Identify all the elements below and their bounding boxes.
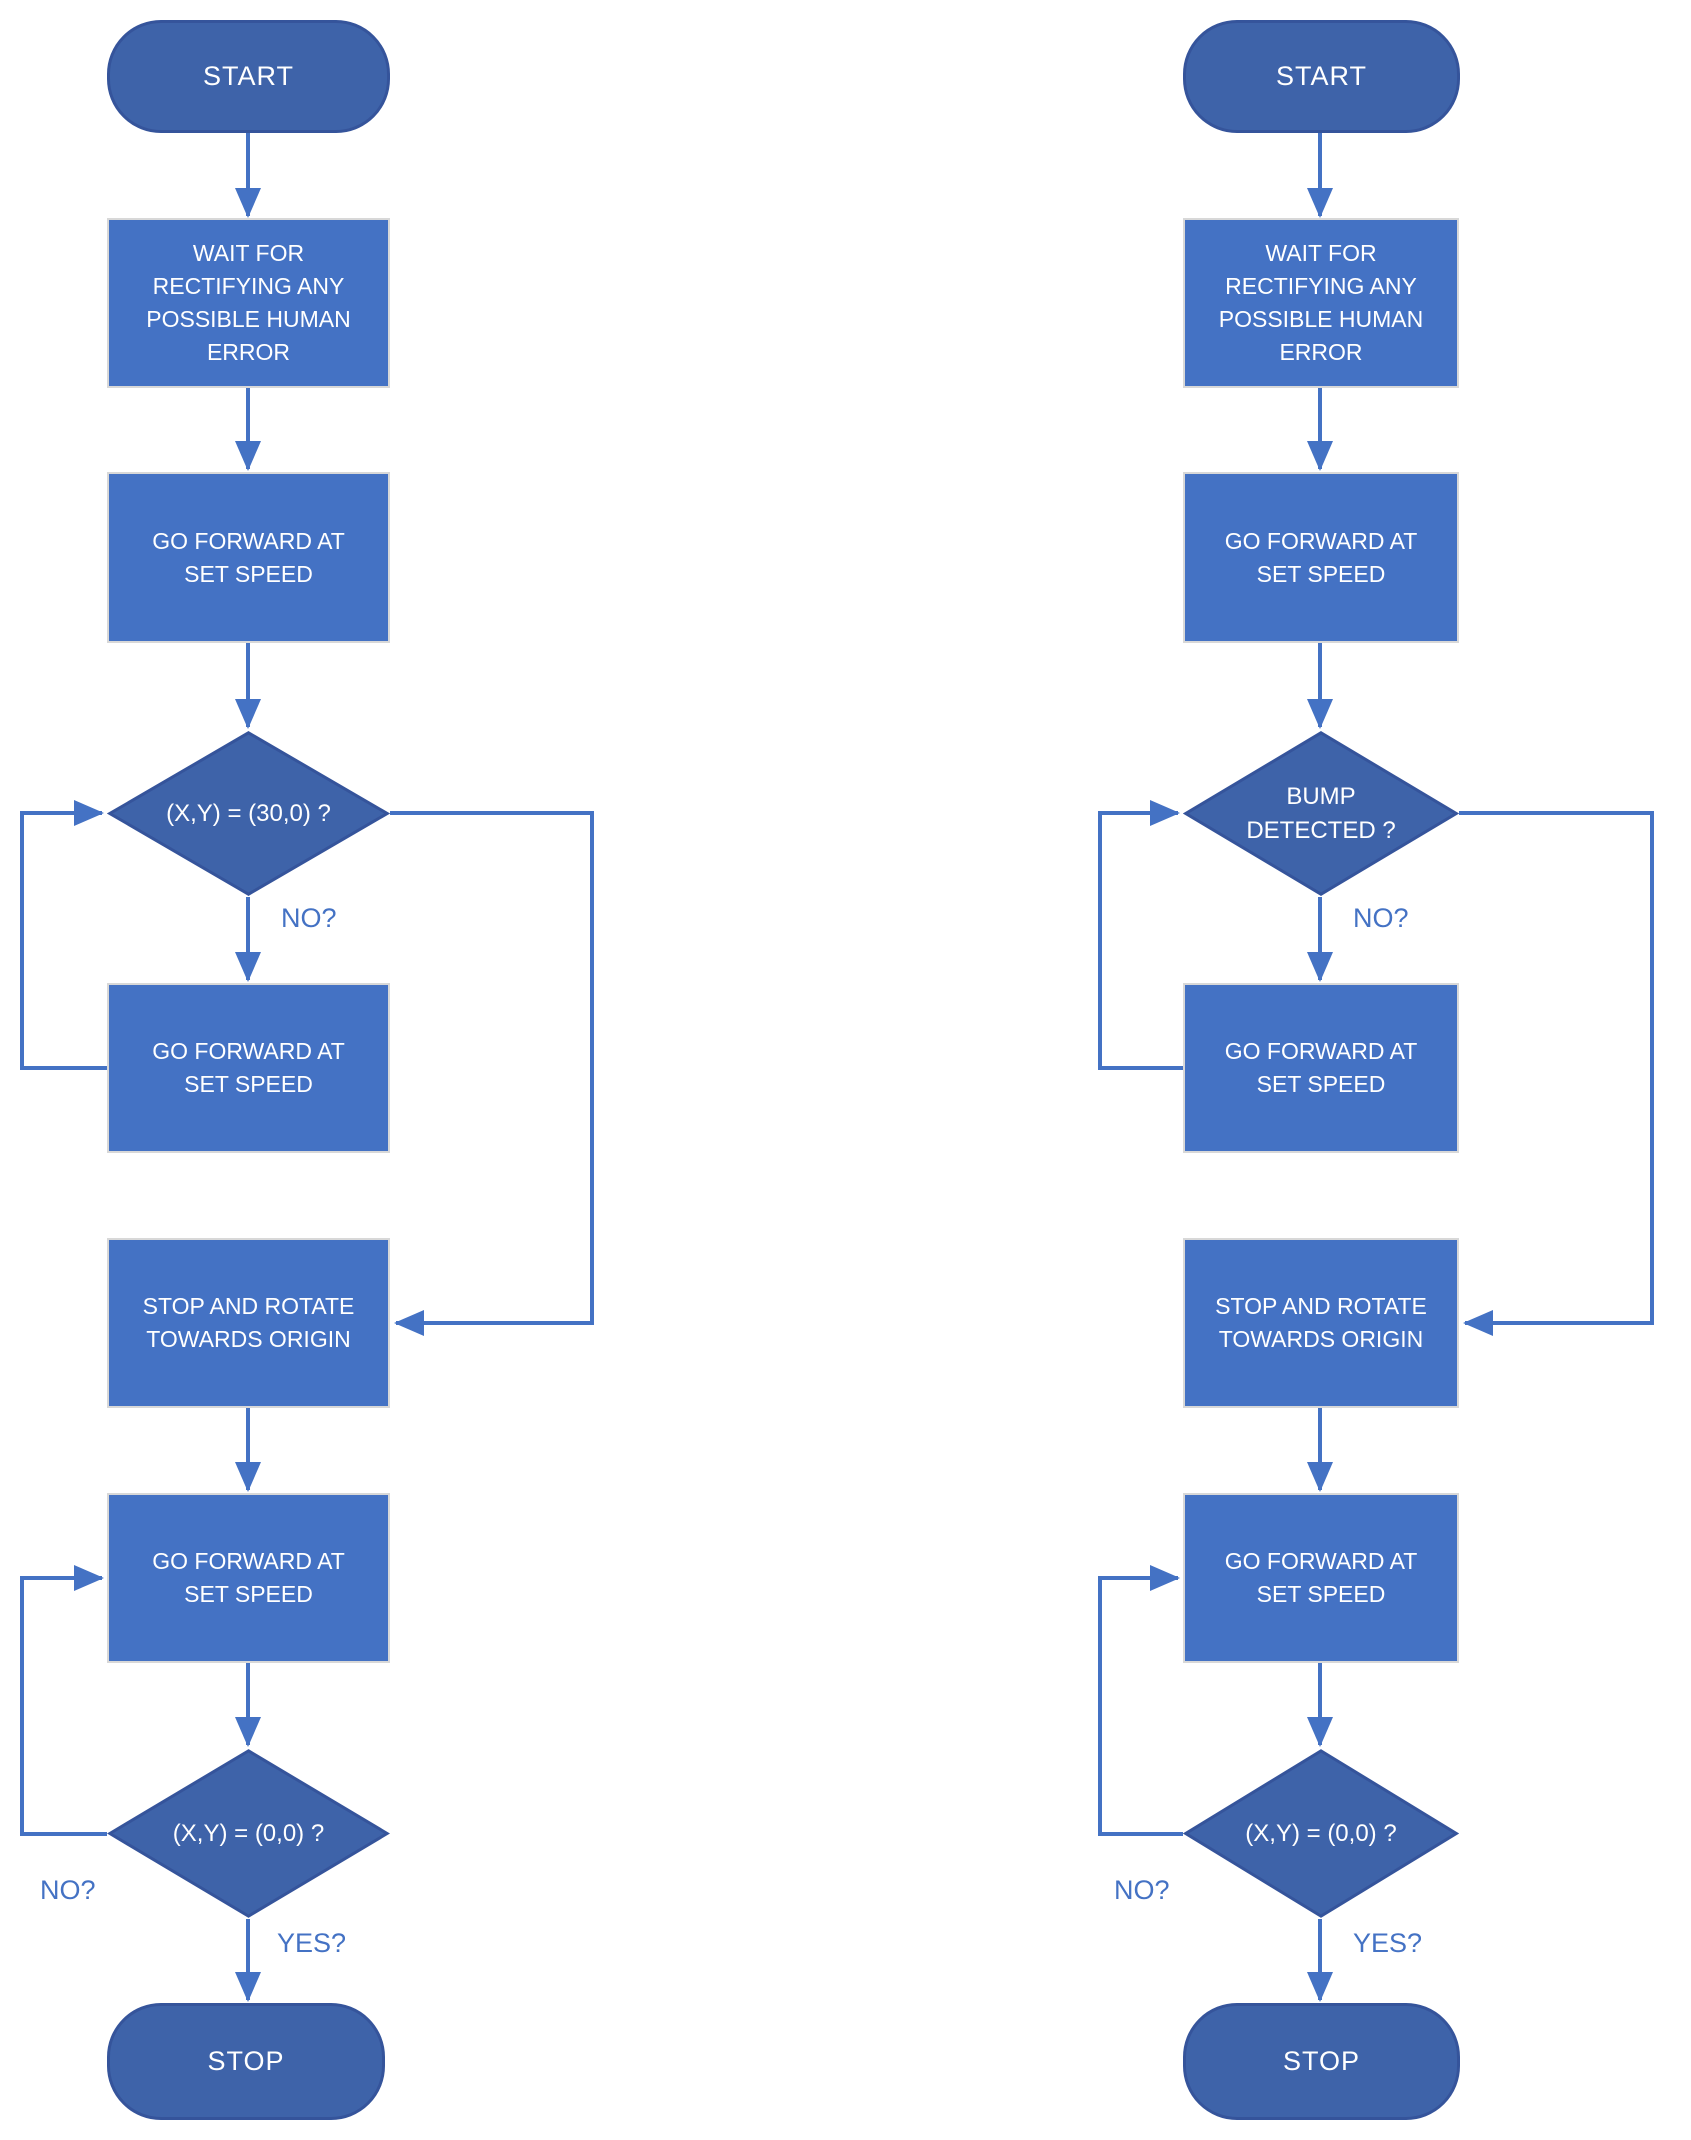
process-text-line: SET SPEED [1256, 560, 1386, 587]
decision2-yes-label-left: YES? [277, 1928, 347, 1958]
loop-decision2-no-to-go3-left [20, 1565, 107, 1836]
stop-terminal-right: STOP [1183, 2003, 1460, 2120]
start-terminal-left: START [107, 20, 390, 133]
process-text-line: STOP AND ROTATE [142, 1293, 355, 1319]
process-text-line: SET SPEED [184, 1071, 313, 1097]
decision-bump-right: BUMP DETECTED ? [1183, 730, 1459, 897]
process-go-forward-2-right: GO FORWARD AT SET SPEED [1183, 983, 1459, 1153]
decision1-no-label-left: NO? [281, 903, 337, 933]
decision-text-line: (X,Y) = (0,0) ? [1245, 1819, 1397, 1847]
process-text-line: GO FORWARD AT [152, 1038, 345, 1064]
process-text-line: RECTIFYING ANY [152, 273, 345, 299]
decision-text-line: BUMP [1286, 782, 1356, 810]
process-text-line: SET SPEED [1256, 1071, 1386, 1097]
process-text-line: SET SPEED [184, 1581, 313, 1607]
stop-label: STOP [1282, 2046, 1361, 2076]
process-text-line: GO FORWARD AT [1224, 1038, 1418, 1064]
loop-decision2-no-to-go3-right [1098, 1565, 1183, 1836]
stop-label: STOP [207, 2046, 285, 2076]
process-stop-rotate-right: STOP AND ROTATE TOWARDS ORIGIN [1183, 1238, 1459, 1408]
process-text-line: STOP AND ROTATE [1215, 1293, 1427, 1319]
diamond-shape [107, 730, 390, 897]
process-text-line: SET SPEED [184, 560, 313, 587]
process-go-forward-2-left: GO FORWARD AT SET SPEED [107, 983, 390, 1153]
process-go-forward-1-right: GO FORWARD AT SET SPEED [1183, 472, 1459, 643]
loop-go2-to-decision1-left [20, 800, 107, 1070]
start-label: START [1275, 61, 1367, 91]
decision-origin-left: (X,Y) = (0,0) ? [107, 1748, 390, 1919]
process-go-forward-3-left: GO FORWARD AT SET SPEED [107, 1493, 390, 1663]
process-text-line: POSSIBLE HUMAN [1218, 306, 1424, 332]
decision2-no-label-left: NO? [40, 1875, 96, 1905]
decision-origin-right: (X,Y) = (0,0) ? [1183, 1748, 1459, 1919]
diamond-shape [1183, 1748, 1459, 1919]
decision2-yes-label-right: YES? [1353, 1928, 1423, 1958]
decision-text-line: (X,Y) = (0,0) ? [172, 1819, 325, 1847]
decision1-no-label-right: NO? [1353, 903, 1409, 933]
process-text-line: TOWARDS ORIGIN [1218, 1326, 1424, 1352]
process-text-line: GO FORWARD AT [152, 527, 345, 554]
process-text-line: WAIT FOR [1265, 240, 1377, 266]
start-terminal-right: START [1183, 20, 1460, 133]
stop-terminal-left: STOP [107, 2003, 385, 2120]
process-text-line: ERROR [206, 339, 291, 365]
process-wait-left: WAIT FOR RECTIFYING ANY POSSIBLE HUMAN E… [107, 218, 390, 388]
process-go-forward-3-right: GO FORWARD AT SET SPEED [1183, 1493, 1459, 1663]
process-text-line: WAIT FOR [192, 240, 305, 266]
process-text-line: RECTIFYING ANY [1225, 273, 1417, 299]
decision-text-line: DETECTED ? [1246, 816, 1396, 844]
decision-text-line: (X,Y) = (30,0) ? [166, 799, 331, 827]
process-text-line: GO FORWARD AT [152, 1548, 345, 1574]
process-text-line: GO FORWARD AT [1224, 1548, 1418, 1574]
loop-go2-to-decision1-right [1098, 800, 1183, 1070]
diamond-shape [107, 1748, 390, 1919]
process-text-line: POSSIBLE HUMAN [146, 306, 351, 332]
process-text-line: SET SPEED [1256, 1581, 1386, 1607]
diamond-shape [1183, 730, 1459, 897]
decision-position-left: (X,Y) = (30,0) ? [107, 730, 390, 897]
process-text-line: GO FORWARD AT [1224, 527, 1418, 554]
process-text-line: TOWARDS ORIGIN [146, 1326, 351, 1352]
path-decision1-yes-to-rotate-right [1459, 811, 1654, 1336]
process-go-forward-1-left: GO FORWARD AT SET SPEED [107, 472, 390, 643]
process-wait-right: WAIT FOR RECTIFYING ANY POSSIBLE HUMAN E… [1183, 218, 1459, 388]
process-stop-rotate-left: STOP AND ROTATE TOWARDS ORIGIN [107, 1238, 390, 1408]
decision2-no-label-right: NO? [1114, 1875, 1170, 1905]
start-label: START [202, 61, 294, 91]
process-text-line: ERROR [1279, 339, 1363, 365]
path-decision1-yes-to-rotate-left [390, 811, 594, 1336]
